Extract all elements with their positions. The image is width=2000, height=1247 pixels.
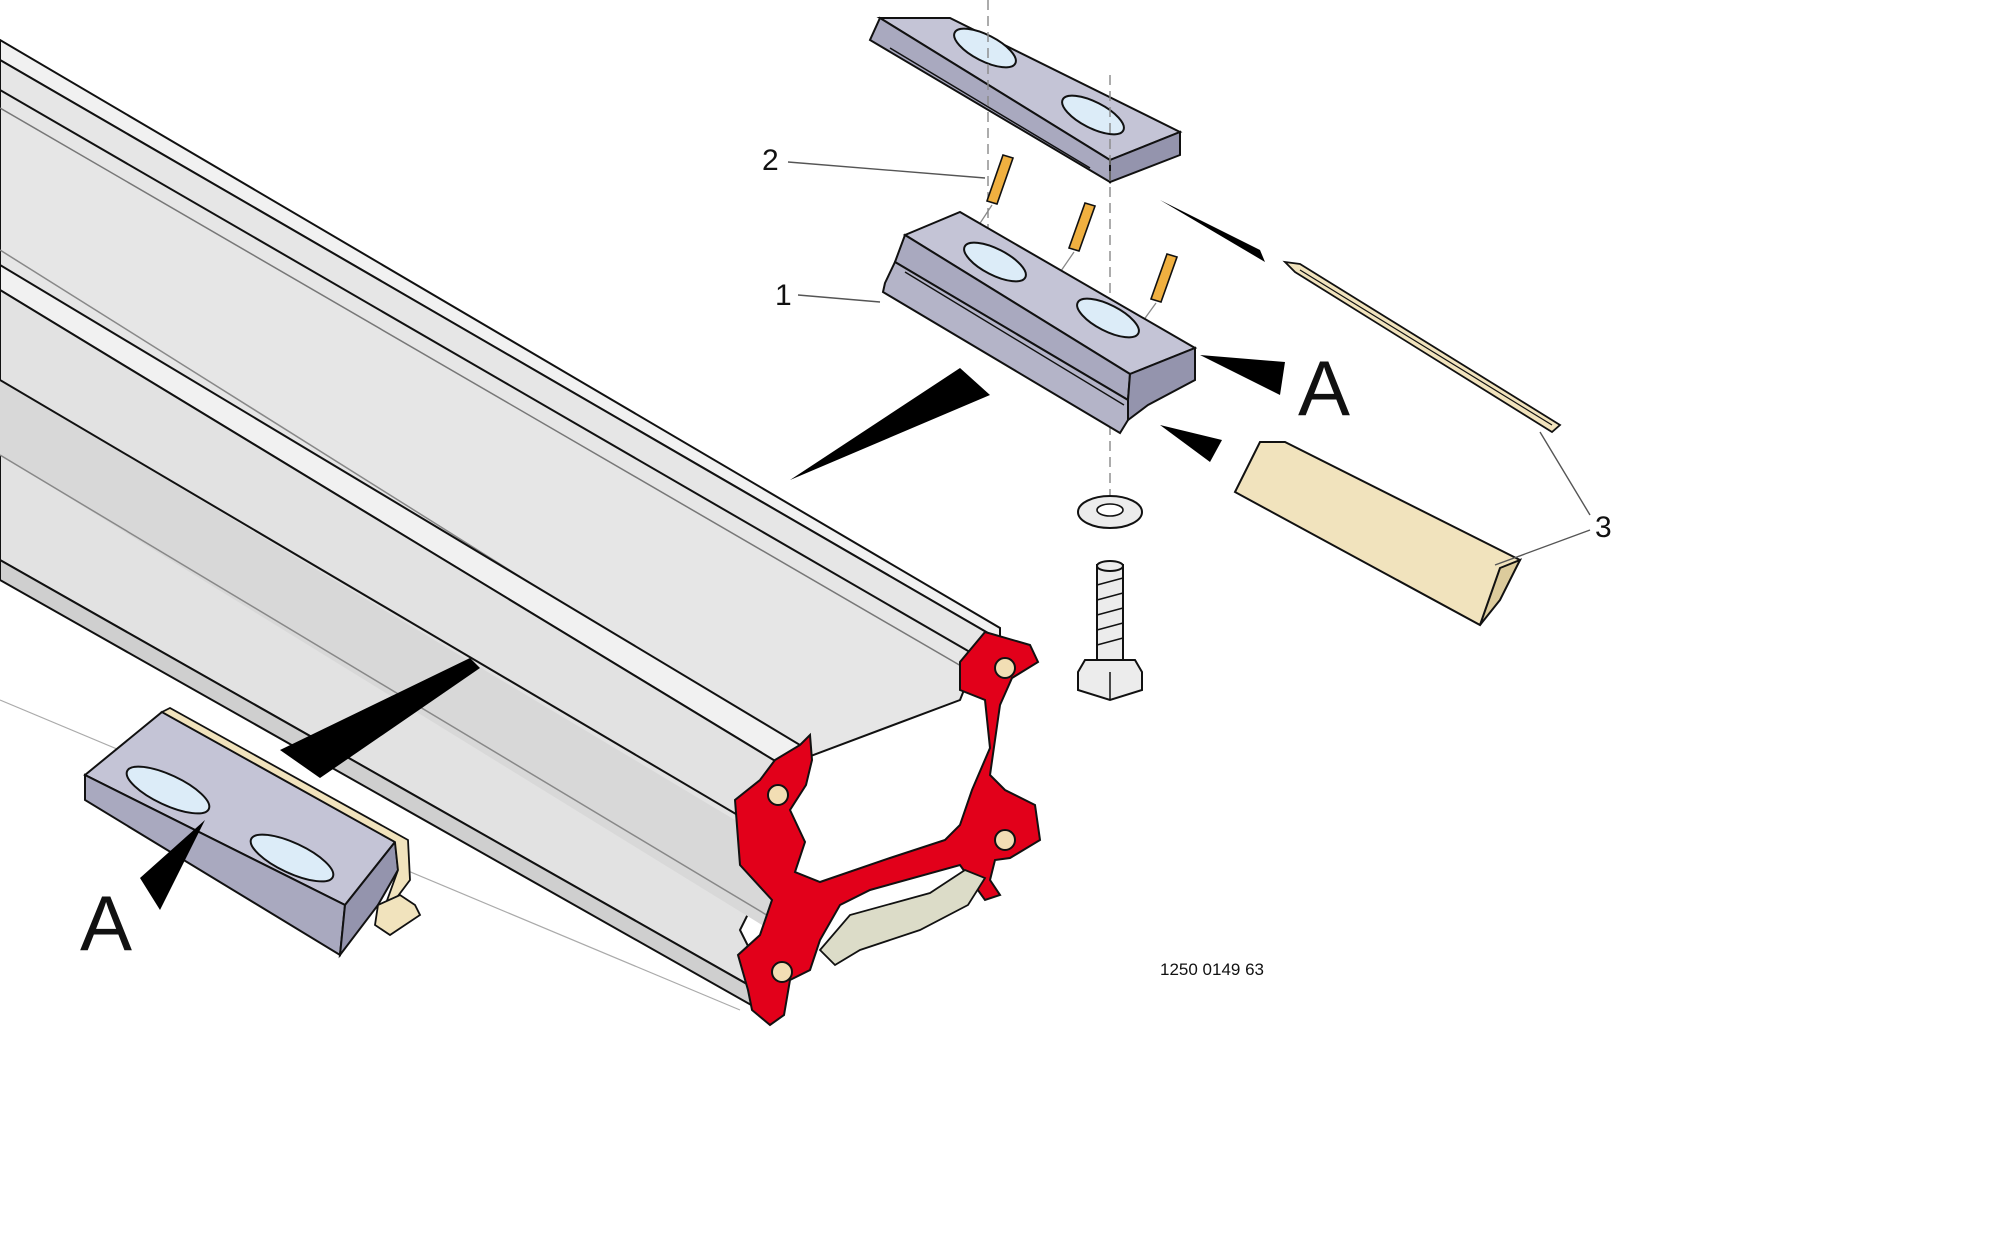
wide-strip-end bbox=[1479, 558, 1523, 626]
rail-inner-face bbox=[0, 380, 780, 930]
wide-strip bbox=[1233, 441, 1522, 627]
pointer-wedge bbox=[790, 368, 990, 480]
rail-groove-line bbox=[0, 107, 969, 671]
rail-groove-line bbox=[0, 454, 776, 921]
pointer-wedge bbox=[1200, 355, 1285, 395]
leader-lines bbox=[787, 161, 1591, 566]
slot-hole bbox=[1076, 297, 1140, 339]
callout-number-3: 3 bbox=[1595, 511, 1612, 544]
profile-red-section bbox=[733, 630, 1042, 1027]
base-plate-groove bbox=[904, 271, 1125, 406]
slot-hole bbox=[125, 765, 211, 815]
figure-code: 1250 0149 63 bbox=[1160, 960, 1264, 979]
callout-number-1: 1 bbox=[775, 279, 792, 312]
profile-hole bbox=[771, 961, 793, 983]
base-plate bbox=[881, 210, 1198, 435]
rail-profile-section bbox=[733, 630, 1042, 1027]
washer-hole bbox=[1096, 503, 1124, 517]
cover-plate-groove bbox=[889, 47, 1091, 169]
thin-strip bbox=[1282, 260, 1562, 434]
pointer-wedge bbox=[1160, 425, 1222, 462]
detail-piece-end bbox=[338, 839, 400, 959]
pointer-wedges bbox=[140, 200, 1285, 910]
top-cover-plate bbox=[868, 16, 1183, 184]
profile-hole bbox=[994, 657, 1016, 679]
detail-piece bbox=[83, 706, 422, 959]
callout-letter-a-upper: A bbox=[1298, 344, 1350, 432]
callout-number-2: 2 bbox=[762, 144, 779, 177]
slot-hole bbox=[953, 27, 1017, 69]
strip-pieces bbox=[1233, 260, 1562, 627]
slot-hole bbox=[249, 833, 335, 883]
base-plate-end bbox=[1127, 346, 1196, 422]
rail-groove-line bbox=[0, 379, 781, 841]
guide-rail bbox=[0, 38, 1003, 1012]
profile-hole bbox=[767, 784, 789, 806]
pointer-wedge bbox=[280, 658, 480, 778]
slot-hole bbox=[963, 241, 1027, 283]
slot-hole bbox=[1061, 94, 1125, 136]
pin bbox=[985, 154, 1015, 205]
profile-hole bbox=[994, 829, 1016, 851]
rail-groove-line bbox=[0, 89, 976, 656]
profile-cavity bbox=[818, 868, 987, 967]
pin bbox=[1149, 253, 1179, 303]
assembly-guides bbox=[987, 0, 1111, 520]
fastener bbox=[1077, 495, 1143, 702]
callout-letter-a-lower: A bbox=[80, 879, 132, 967]
cover-plate-top bbox=[876, 17, 1183, 162]
pin bbox=[1067, 202, 1097, 252]
bolt-tip bbox=[1096, 560, 1124, 572]
pointer-wedge bbox=[1160, 200, 1265, 262]
pointer-wedge bbox=[140, 820, 205, 910]
detail-piece-tab bbox=[374, 893, 422, 937]
